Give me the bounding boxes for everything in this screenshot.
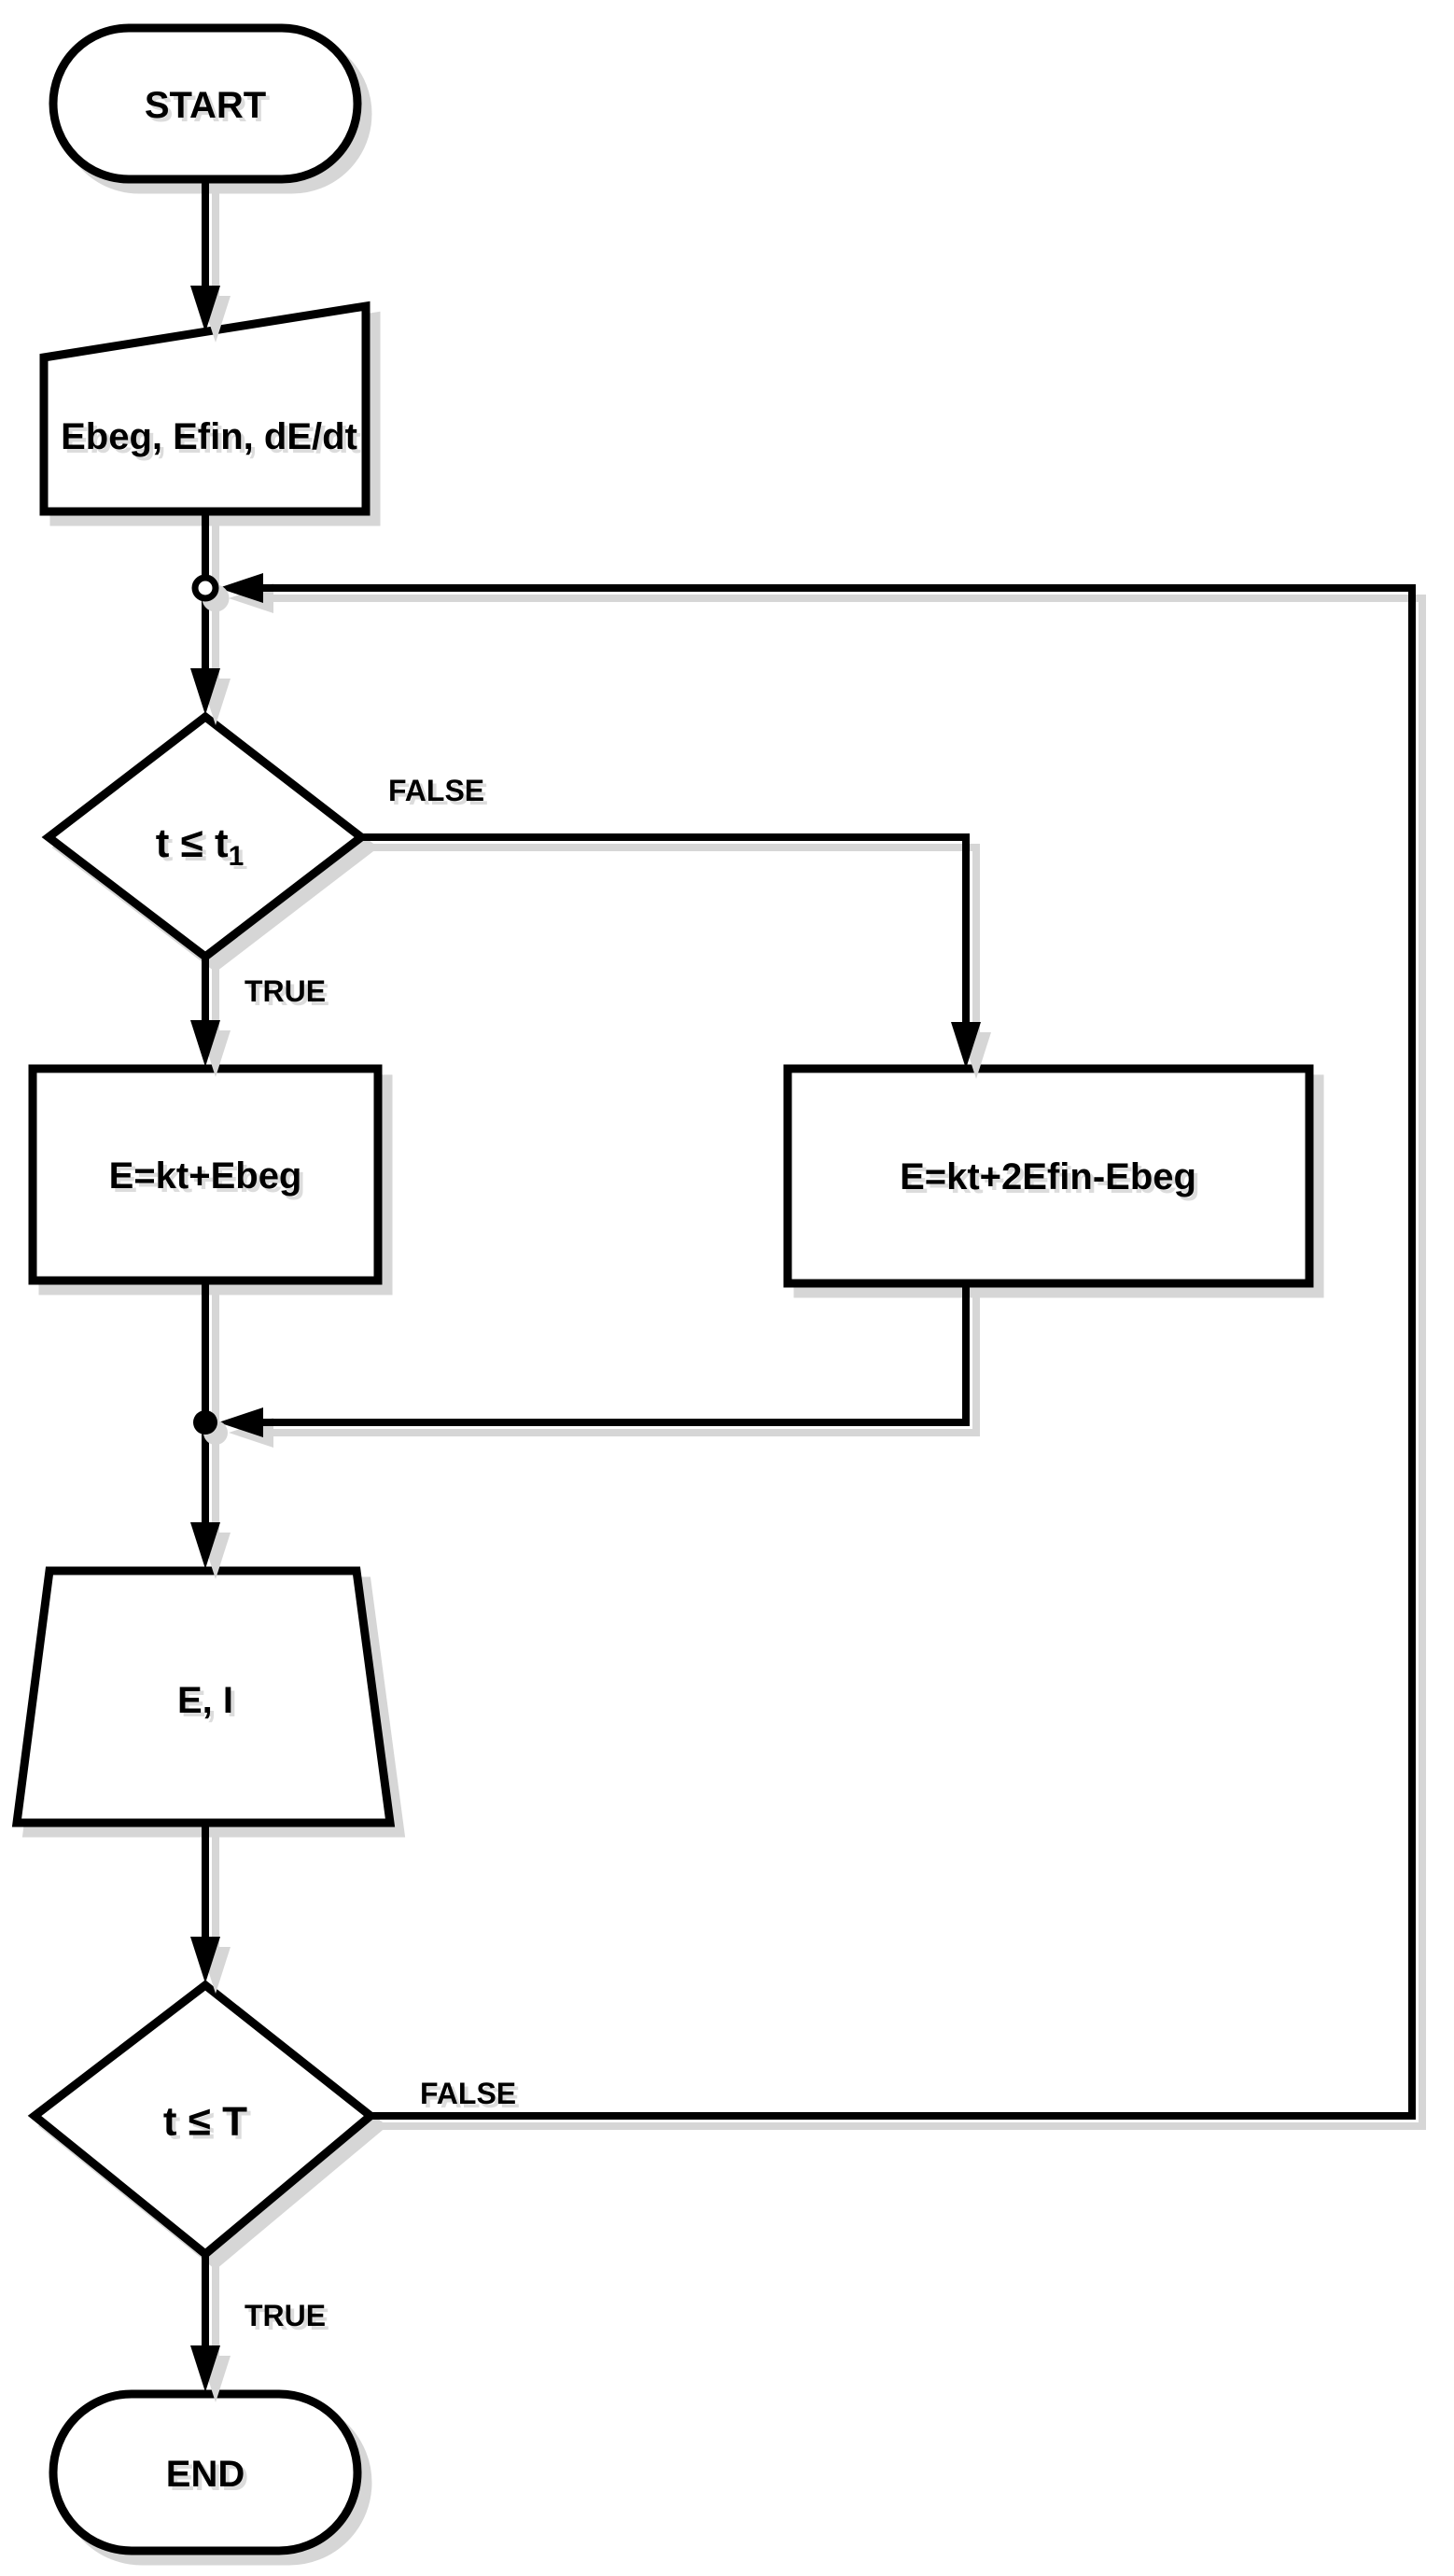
edge-process-to-output bbox=[190, 1281, 220, 1569]
edge-start-to-input bbox=[190, 179, 220, 332]
arrowhead-down-icon bbox=[190, 1522, 220, 1569]
decision2-label: t ≤ T bbox=[163, 2099, 247, 2145]
output-trapezoid-shape bbox=[11, 1566, 396, 1827]
edge-decision2-true bbox=[190, 2254, 220, 2392]
end-label: END bbox=[166, 2454, 245, 2495]
flowchart-edges bbox=[190, 179, 1416, 2392]
process-false-label: E=kt+2Efin-Ebeg bbox=[900, 1156, 1196, 1197]
edge-decision1-true bbox=[190, 957, 220, 1067]
process-true-label: E=kt+Ebeg bbox=[109, 1155, 302, 1197]
end-terminator-shape bbox=[49, 2389, 362, 2555]
arrowhead-down-icon bbox=[951, 1022, 981, 1069]
edge-input-to-decision1 bbox=[190, 511, 220, 715]
decision1-label-main: t ≤ t bbox=[156, 820, 229, 866]
flowchart-nodes bbox=[11, 23, 1314, 2555]
arrowhead-down-icon bbox=[190, 1020, 220, 1067]
edge-decision2-false-loop bbox=[218, 573, 1416, 2120]
decision1-label-subscript: 1 bbox=[229, 841, 245, 872]
arrowhead-left-icon bbox=[218, 573, 263, 603]
decision1-false-label: FALSE bbox=[388, 774, 484, 807]
decision2-true-label: TRUE bbox=[245, 2299, 326, 2332]
arrowhead-down-icon bbox=[190, 1937, 220, 1983]
arrowhead-down-icon bbox=[190, 668, 220, 715]
input-label: Ebeg, Efin, dE/dt bbox=[61, 416, 357, 457]
arrowhead-down-icon bbox=[190, 286, 220, 332]
merge-junction-dot-icon bbox=[193, 1410, 217, 1435]
decision1-label: t ≤ t1 bbox=[156, 820, 245, 872]
process-true-shape bbox=[28, 1064, 383, 1285]
output-label: E, I bbox=[177, 1680, 233, 1721]
arrowhead-left-icon bbox=[218, 1407, 263, 1437]
edge-decision1-false bbox=[361, 833, 981, 1069]
edge-output-to-decision2 bbox=[190, 1823, 220, 1983]
decision1-true-label: TRUE bbox=[245, 974, 326, 1008]
edge-process-false-to-merge bbox=[218, 1283, 970, 1437]
loop-junction-circle-icon bbox=[191, 574, 219, 602]
manual-input-shape bbox=[39, 301, 370, 516]
arrowhead-down-icon bbox=[190, 2345, 220, 2392]
start-label: START bbox=[145, 85, 266, 126]
process-false-shape bbox=[783, 1064, 1314, 1288]
flowchart-labels: START Ebeg, Efin, dE/dt t ≤ t1 FALSE TRU… bbox=[61, 85, 1196, 2495]
decision2-false-label: FALSE bbox=[420, 2077, 516, 2110]
